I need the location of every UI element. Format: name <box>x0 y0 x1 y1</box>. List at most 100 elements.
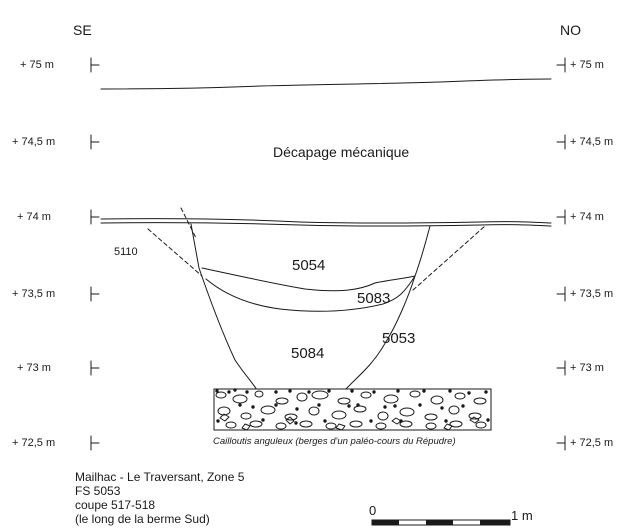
elevation-left-72-5: + 72,5 m <box>12 437 55 449</box>
ground-surface-top <box>100 218 552 224</box>
elevation-ticks-right <box>556 57 566 451</box>
elevation-left-75: + 75 m <box>20 59 54 71</box>
gravel-stone <box>360 391 372 399</box>
gravel-stone <box>260 405 276 415</box>
gravel-grain <box>393 404 397 408</box>
gravel-stone <box>468 412 482 420</box>
gravel-stone <box>454 392 466 400</box>
gravel-grain <box>461 404 465 408</box>
elevation-right-74: + 74 m <box>570 211 604 223</box>
gravel-stone <box>377 411 389 421</box>
gravel-grain <box>295 407 299 411</box>
gravel-grain <box>238 403 242 407</box>
gravel-stone <box>240 412 252 420</box>
gravel-stone <box>473 397 487 405</box>
gravel-stone <box>349 420 363 428</box>
gravel-chip <box>391 417 402 425</box>
layer-5083-lower-boundary <box>205 275 416 312</box>
gravel-stone <box>325 422 337 430</box>
scale-bar: 0 1 m <box>369 503 533 526</box>
gravel-bed <box>213 388 492 431</box>
gravel-grain <box>294 421 298 425</box>
gravel-stone <box>449 420 463 428</box>
gravel-stone <box>311 390 329 400</box>
outer-cut-left-dashed <box>147 228 203 277</box>
gravel-grain <box>261 418 265 422</box>
elevation-left-73: + 73 m <box>17 362 51 374</box>
cailloutis-label: Cailloutis anguleux (berges d'un paléo-c… <box>213 436 456 447</box>
gravel-grain <box>251 405 255 409</box>
gravel-grain <box>444 419 448 423</box>
gravel-pattern <box>215 388 490 431</box>
gravel-grain <box>245 390 249 394</box>
gravel-grain <box>484 390 488 394</box>
gravel-chip <box>335 423 346 431</box>
gravel-stone <box>215 391 227 399</box>
gravel-grain <box>274 390 278 394</box>
gravel-grain <box>486 418 490 422</box>
gravel-stone <box>383 394 399 404</box>
gravel-stone <box>425 422 437 430</box>
scale-bar-fill-3 <box>480 520 510 525</box>
layer-label-5110: 5110 <box>114 246 138 258</box>
gravel-grain <box>227 390 231 394</box>
pit-wall-right <box>344 225 431 391</box>
gravel-grain <box>274 403 278 407</box>
elevation-left-74-5: + 74,5 m <box>12 136 55 148</box>
gravel-stone <box>353 405 367 413</box>
orientation-left-label: SE <box>73 22 92 38</box>
ground-surface-bottom <box>100 222 552 227</box>
gravel-stone <box>337 397 351 405</box>
gravel-stone <box>275 422 287 430</box>
orientation-right-label: NO <box>560 22 581 38</box>
site-note-line-2: FS 5053 <box>75 484 121 498</box>
gravel-grain <box>215 389 219 393</box>
elevation-right-73: + 73 m <box>570 362 604 374</box>
gravel-stone <box>375 422 387 430</box>
layer-label-5083: 5083 <box>357 290 390 307</box>
elevation-right-73-5: + 73,5 m <box>570 288 613 300</box>
outer-cut-left-top-dashed <box>180 207 197 239</box>
gravel-stone <box>225 421 237 429</box>
gravel-grain <box>396 389 400 393</box>
gravel-grain <box>317 403 321 407</box>
gravel-grain <box>383 405 387 409</box>
scale-end-label: 1 m <box>511 508 533 523</box>
site-note-line-1: Mailhac - Le Traversant, Zone 5 <box>75 470 245 484</box>
gravel-stone <box>331 410 347 420</box>
layer-label-5053: 5053 <box>382 330 415 347</box>
site-note-line-3: coupe 517-518 <box>75 498 156 512</box>
gravel-grain <box>307 390 311 394</box>
gravel-grain <box>356 403 360 407</box>
gravel-chip <box>219 413 230 422</box>
layer-label-5054: 5054 <box>292 257 325 274</box>
gravel-grain <box>369 419 373 423</box>
outer-cut-right-dashed <box>412 225 486 291</box>
gravel-chip <box>469 416 480 424</box>
gravel-stone <box>430 395 444 405</box>
site-note-line-4: (le long de la berme Sud) <box>75 512 210 526</box>
elevation-right-72-5: + 72,5 m <box>570 437 613 449</box>
gravel-stone <box>254 390 264 398</box>
gravel-grain <box>347 404 351 408</box>
layer-label-5084: 5084 <box>291 345 324 362</box>
gravel-grain <box>422 389 426 393</box>
gravel-stone <box>299 420 313 428</box>
gravel-grain <box>288 389 292 393</box>
gravel-grain <box>327 389 331 393</box>
gravel-grain <box>467 391 471 395</box>
gravel-stone <box>424 413 438 421</box>
gravel-grain <box>440 406 444 410</box>
gravel-stone <box>249 420 263 428</box>
elevation-right-74-5: + 74,5 m <box>570 136 613 148</box>
elevation-left-74: + 74 m <box>17 211 51 223</box>
scale-start-label: 0 <box>369 503 376 518</box>
scale-bar-fill-2 <box>426 520 453 525</box>
upper-surface-line <box>100 78 552 90</box>
gravel-grain <box>216 419 220 423</box>
gravel-stone <box>399 420 413 428</box>
gravel-chip <box>285 416 295 425</box>
elevation-left-73-5: + 73,5 m <box>12 288 55 300</box>
